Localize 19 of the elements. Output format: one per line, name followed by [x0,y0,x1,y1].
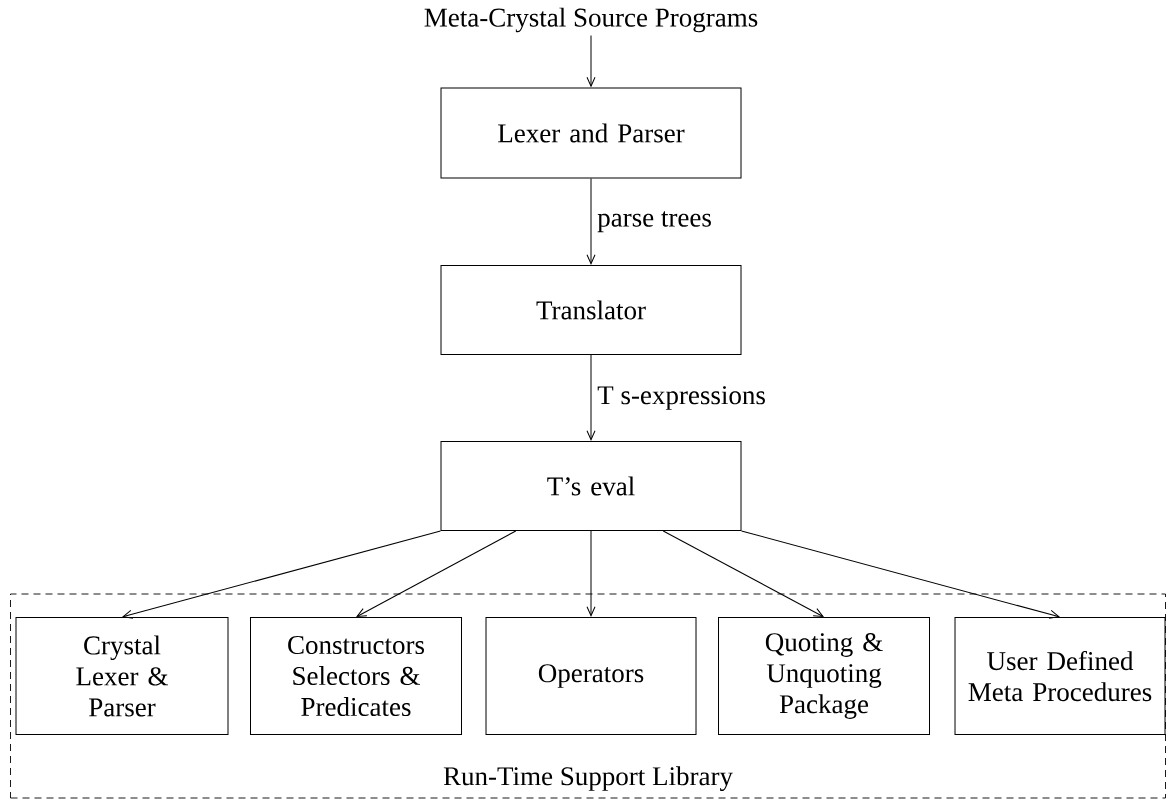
process-box: Quoting & Unquoting Package [718,617,930,735]
arrow [586,35,596,87]
process-box: Crystal Lexer & Parser [15,617,229,735]
arrow [586,530,596,617]
process-box: Operators [485,617,697,735]
process-box: User Defined Meta Procedures [954,617,1166,735]
arrow [122,530,441,619]
edge-label: T s-expressions [595,384,768,412]
process-box: Lexer and Parser [440,87,742,179]
source-label: Meta-Crystal Source Programs [424,7,758,33]
process-box: Constructors Selectors & Predicates [250,617,462,735]
process-box: Translator [440,265,742,355]
arrow [586,178,596,265]
process-box: T’s eval [440,441,742,531]
arrow [662,530,824,617]
edge-label: parse trees [595,209,714,235]
arrow [741,530,1060,619]
arrow [356,530,517,617]
arrow [586,354,596,441]
